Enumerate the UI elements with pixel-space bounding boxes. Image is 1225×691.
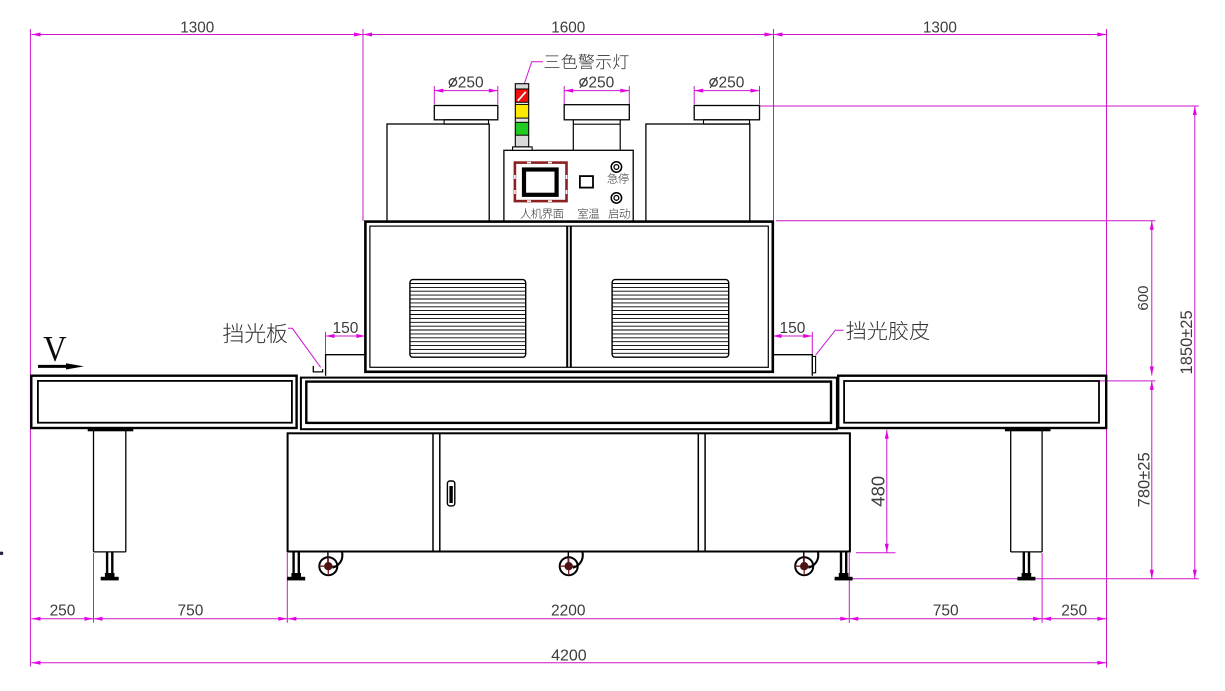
svg-text:1300: 1300 xyxy=(180,20,214,37)
svg-text:750: 750 xyxy=(933,603,959,620)
svg-text:600: 600 xyxy=(1135,286,1152,311)
svg-text:250: 250 xyxy=(719,75,745,92)
svg-text:2200: 2200 xyxy=(551,603,586,620)
svg-text:250: 250 xyxy=(1061,603,1087,620)
svg-text:780±25: 780±25 xyxy=(1135,452,1153,507)
svg-text:4200: 4200 xyxy=(551,647,587,664)
svg-text:1600: 1600 xyxy=(551,20,585,37)
svg-text:150: 150 xyxy=(779,320,805,337)
svg-text:250: 250 xyxy=(458,75,484,92)
svg-text:150: 150 xyxy=(333,320,359,337)
svg-text:750: 750 xyxy=(177,603,203,620)
svg-text:1850±25: 1850±25 xyxy=(1178,310,1196,374)
svg-text:V: V xyxy=(43,329,67,369)
svg-text:250: 250 xyxy=(588,75,614,92)
svg-text:250: 250 xyxy=(50,603,76,620)
svg-text:1300: 1300 xyxy=(923,20,957,37)
svg-text:480: 480 xyxy=(867,476,888,507)
